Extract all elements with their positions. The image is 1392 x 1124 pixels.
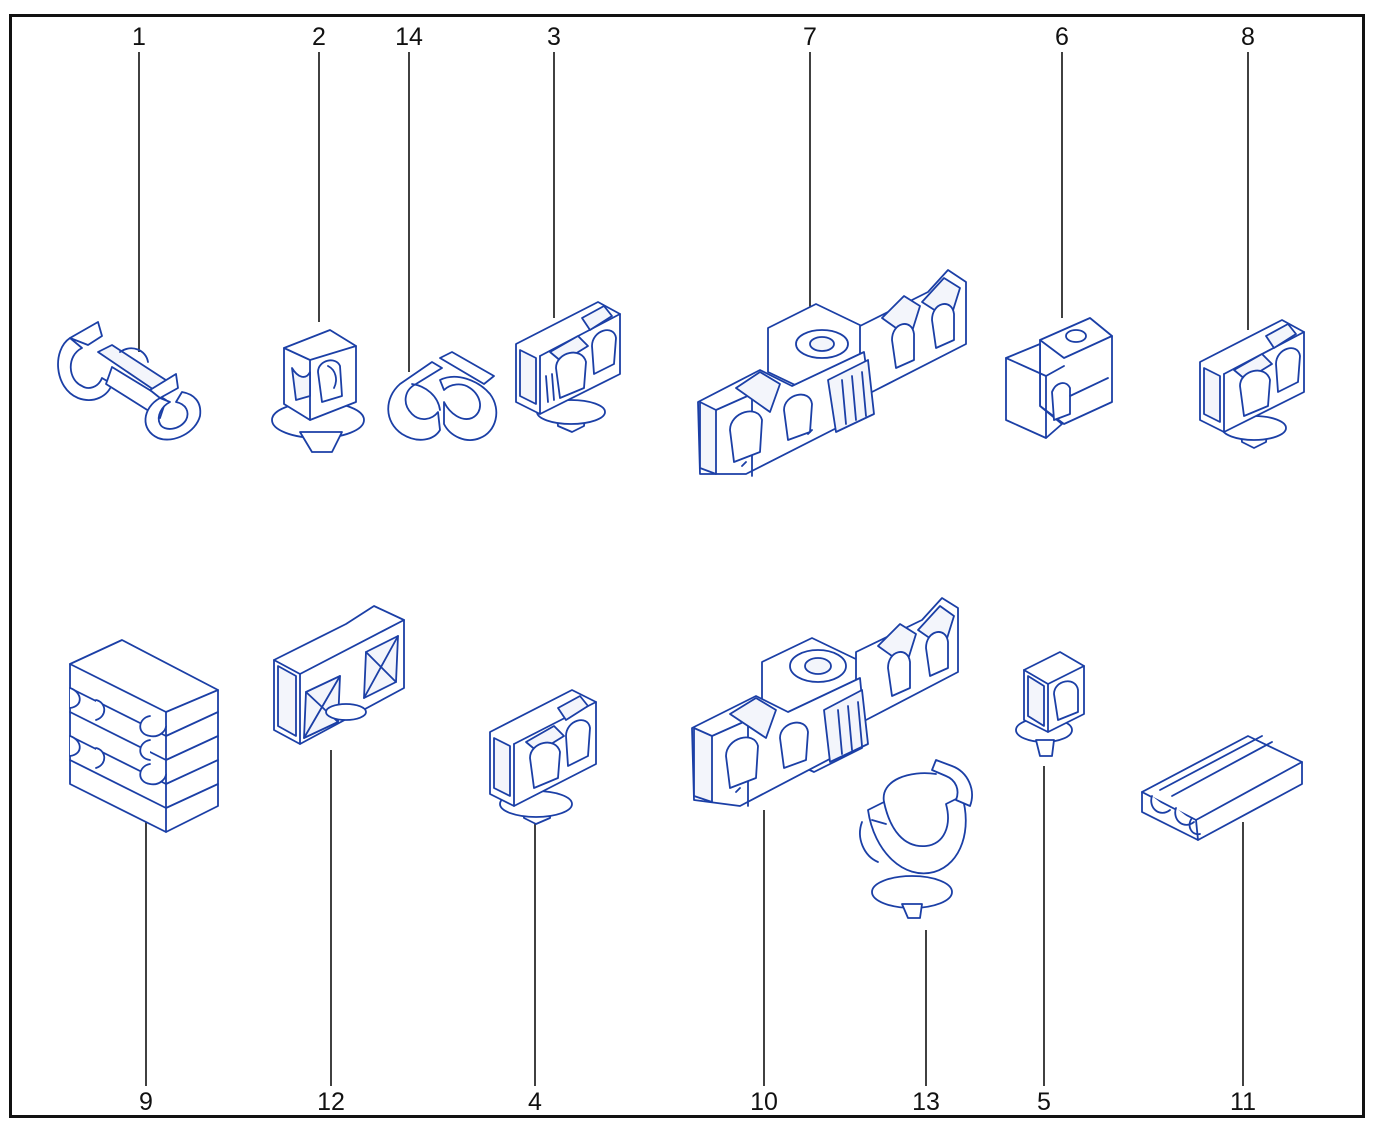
part-1-double-clip (57, 321, 202, 441)
callout-5: 5 (1037, 1088, 1051, 1116)
callout-3: 3 (547, 23, 561, 51)
part-7-clip-rail (697, 269, 967, 477)
callout-2: 2 (312, 23, 326, 51)
callout-9: 9 (139, 1088, 153, 1116)
part-5-single-clip (1015, 651, 1085, 757)
callout-8: 8 (1241, 23, 1255, 51)
part-9-pipe-block (69, 639, 219, 833)
part-8-double-clip (1199, 319, 1305, 449)
callout-1: 1 (132, 23, 146, 51)
callout-labels: 1 2 14 3 7 6 8 9 12 4 10 13 5 11 (132, 23, 1256, 1116)
callout-13: 13 (912, 1088, 940, 1116)
part-13-base-open-clip (859, 759, 973, 919)
callout-6: 6 (1055, 23, 1069, 51)
callout-10: 10 (750, 1088, 778, 1116)
callout-14: 14 (395, 23, 423, 51)
part-14-open-clip (387, 351, 498, 441)
callout-12: 12 (317, 1088, 345, 1116)
part-4-double-clip (489, 689, 597, 825)
callout-11: 11 (1230, 1088, 1256, 1116)
part-6-block-clip (1005, 317, 1113, 439)
callout-7: 7 (803, 23, 817, 51)
part-2-base-clip (271, 329, 365, 453)
part-10-clip-rail (691, 597, 959, 807)
callout-4: 4 (528, 1088, 542, 1116)
part-11-rail-clip (1141, 735, 1303, 841)
part-12-u-clip (273, 605, 405, 745)
leader-lines (138, 52, 1249, 1086)
diagram-frame (9, 14, 1365, 1118)
part-3-double-clip (515, 301, 621, 433)
